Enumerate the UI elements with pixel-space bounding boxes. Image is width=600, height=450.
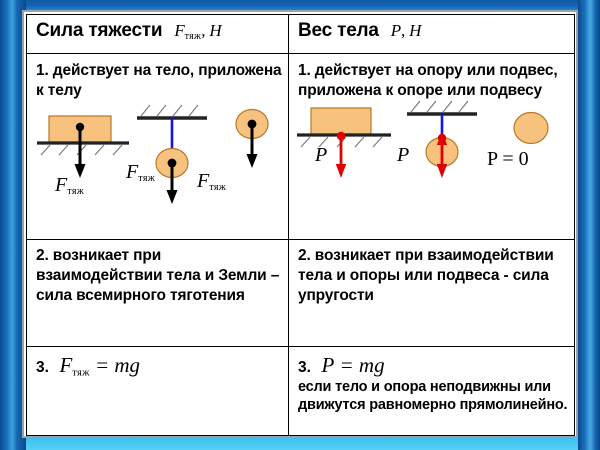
header-unit-weight: P, Н bbox=[390, 21, 422, 40]
diagram-free-ball-weight bbox=[513, 112, 549, 145]
diagram-ball-on-string-gravity bbox=[137, 104, 207, 205]
weight-label-pendulum: P bbox=[397, 144, 410, 167]
diagram-block-on-support-gravity bbox=[37, 115, 129, 179]
header-cell-gravity: Сила тяжести Fтяж, Н bbox=[26, 14, 289, 54]
gravity-formula: 3. Fтяж = mg bbox=[36, 353, 141, 379]
table-row: 2. возникает при взаимодействии тела и З… bbox=[26, 239, 575, 347]
weight-label-free-ball: P = 0 bbox=[487, 148, 529, 171]
cell-gravity-action: 1. действует на тело, приложена к телу bbox=[26, 53, 289, 240]
gravity-label-pendulum: Fтяж bbox=[126, 161, 156, 185]
header-title-gravity: Сила тяжести bbox=[36, 20, 163, 41]
header-unit-gravity: Fтяж, Н bbox=[174, 21, 222, 42]
cell-gravity-origin: 2. возникает при взаимодействии тела и З… bbox=[26, 239, 289, 347]
weight-label-block: P bbox=[315, 144, 328, 167]
cell-weight-origin: 2. возникает при взаимодействии тела и о… bbox=[288, 239, 575, 347]
weight-formula: 3. P = mg bbox=[298, 353, 385, 377]
table-row: 3. Fтяж = mg 3. P = mg если тело и опора… bbox=[26, 346, 575, 436]
diagram-free-ball-gravity bbox=[235, 109, 269, 169]
gravity-label-free-ball: Fтяж bbox=[197, 170, 227, 194]
gravity-label-block: Fтяж bbox=[55, 174, 85, 198]
comparison-table: Сила тяжести Fтяж, Н Вес тела P, Н 1. дейс… bbox=[26, 14, 575, 436]
diagram-block-on-support-weight bbox=[297, 107, 391, 179]
table-row: 1. действует на тело, приложена к телу bbox=[26, 53, 575, 240]
header-title-weight: Вес тела bbox=[298, 20, 379, 41]
diagram-ball-on-string-weight bbox=[407, 100, 477, 179]
weight-diagrams: P bbox=[289, 100, 574, 186]
weight-action-text: 1. действует на опору или подвес, прилож… bbox=[298, 62, 558, 100]
weight-formula-note: если тело и опора неподвижны или движутс… bbox=[298, 379, 568, 413]
cell-weight-action: 1. действует на опору или подвес, прилож… bbox=[288, 53, 575, 240]
gravity-action-text: 1. действует на тело, приложена к телу bbox=[36, 62, 282, 100]
table-header-row: Сила тяжести Fтяж, Н Вес тела P, Н bbox=[26, 14, 575, 54]
cell-gravity-formula: 3. Fтяж = mg bbox=[26, 346, 289, 436]
cell-weight-formula: 3. P = mg если тело и опора неподвижны и… bbox=[288, 346, 575, 436]
header-cell-weight: Вес тела P, Н bbox=[288, 14, 575, 54]
gravity-origin-text: 2. возникает при взаимодействии тела и З… bbox=[36, 247, 280, 305]
weight-origin-text: 2. возникает при взаимодействии тела и о… bbox=[298, 247, 554, 305]
gravity-diagrams: Fтяж bbox=[27, 104, 288, 212]
